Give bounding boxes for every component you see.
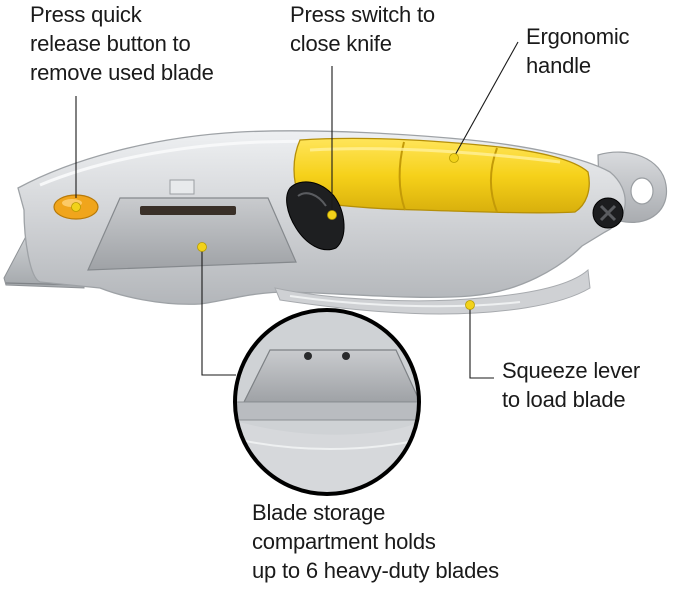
leader-squeeze xyxy=(469,306,494,379)
callout-markers xyxy=(71,153,475,310)
callout-line: Press switch to xyxy=(290,2,435,27)
callout-line: Blade storage xyxy=(252,500,386,525)
ergonomic-handle-grip xyxy=(293,137,590,214)
marker-squeeze xyxy=(465,300,475,310)
callout-line: remove used blade xyxy=(30,60,214,85)
leader-storage xyxy=(201,247,236,376)
callout-squeeze-lever: Squeeze lever to load blade xyxy=(502,356,640,414)
marker-switch xyxy=(327,210,337,220)
blade-storage-window xyxy=(87,179,297,271)
callout-line: compartment holds xyxy=(252,529,436,554)
marker-release xyxy=(71,202,81,212)
callout-line: handle xyxy=(526,53,591,78)
callout-release-button: Press quick release button to remove use… xyxy=(30,0,214,87)
marker-ergo xyxy=(449,153,459,163)
storage-compartment-inset xyxy=(233,308,421,496)
rear-screw xyxy=(592,197,624,229)
callout-ergonomic-handle: Ergonomic handle xyxy=(526,22,630,80)
callout-line: release button to xyxy=(30,31,191,56)
callout-blade-storage: Blade storage compartment holds up to 6 … xyxy=(252,498,499,585)
callout-line: Squeeze lever xyxy=(502,358,641,383)
callout-line: up to 6 heavy-duty blades xyxy=(252,558,499,583)
callout-line: Press quick xyxy=(30,2,142,27)
marker-storage xyxy=(197,242,207,252)
callout-close-switch: Press switch to close knife xyxy=(290,0,435,58)
callout-line: Ergonomic xyxy=(526,24,630,49)
close-switch xyxy=(286,181,345,251)
leader-ergo xyxy=(453,41,519,158)
leader-lines xyxy=(75,41,519,379)
callout-line: to load blade xyxy=(502,387,626,412)
callout-line: close knife xyxy=(290,31,392,56)
